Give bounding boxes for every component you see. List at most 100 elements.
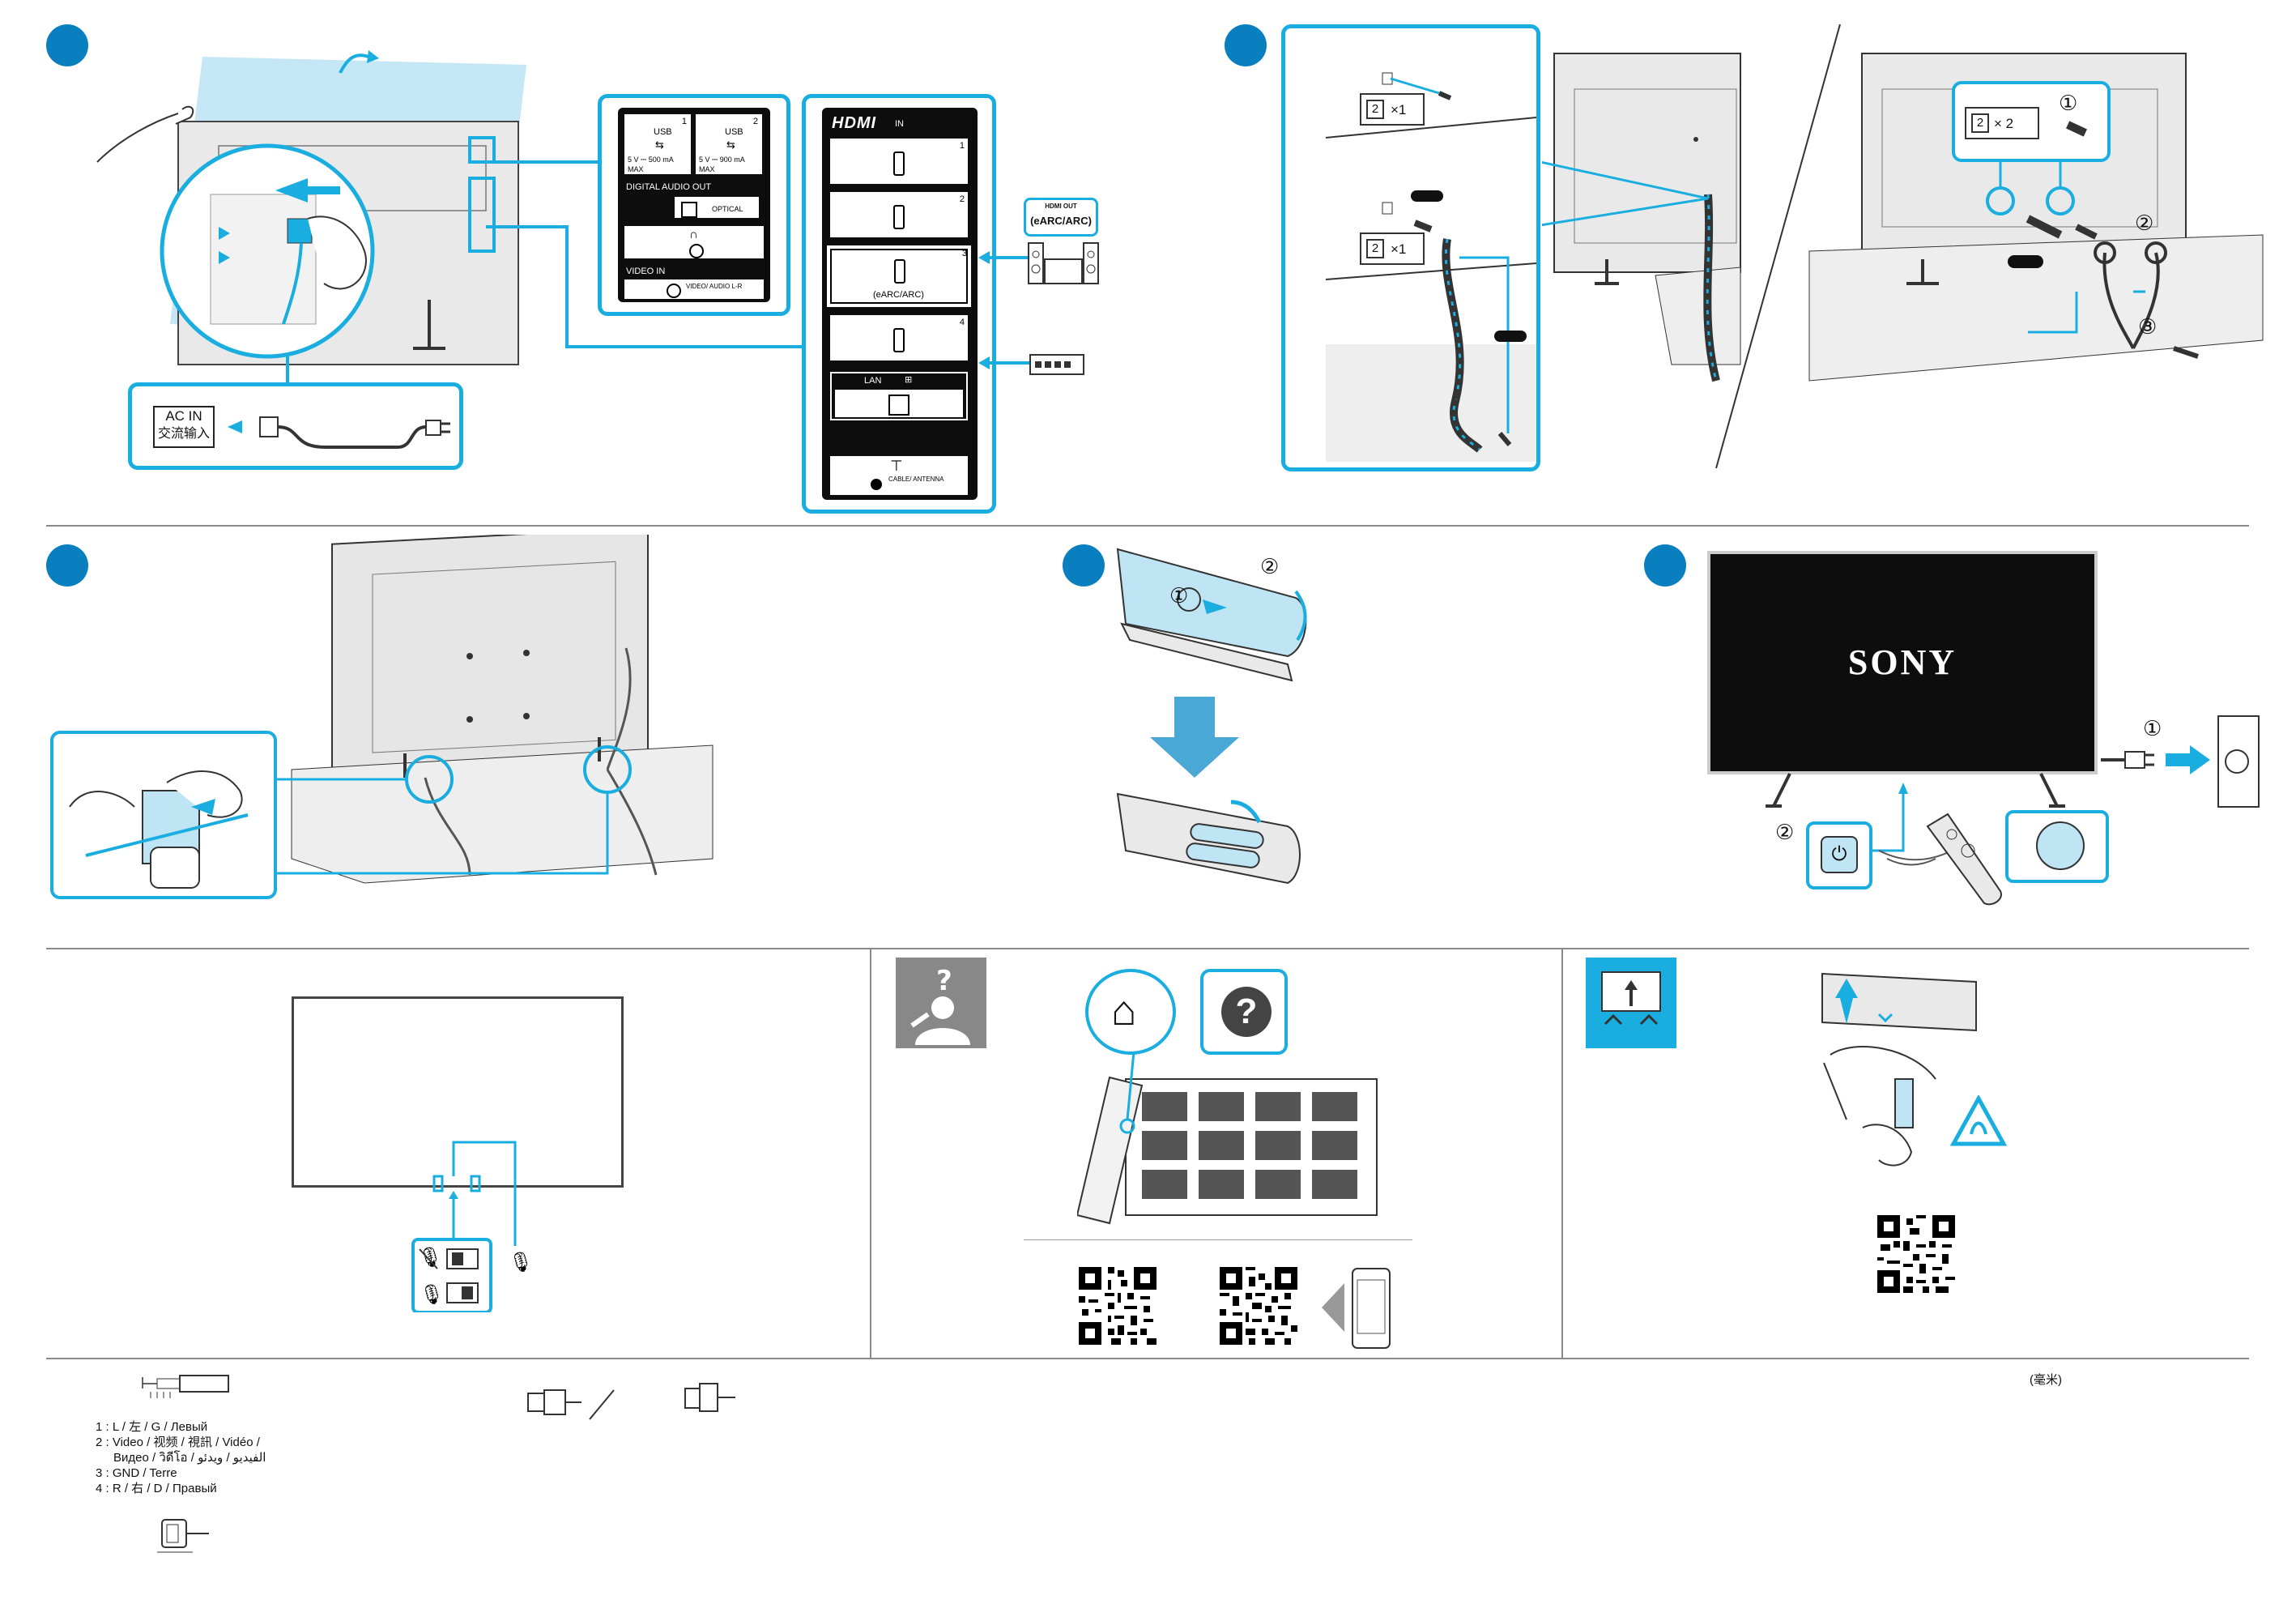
divider-row-1 — [46, 525, 2249, 527]
rj45-socket-icon — [888, 395, 909, 416]
divider-col-b — [1561, 949, 1563, 1358]
ac-in-label: AC IN — [165, 408, 202, 424]
screw-icon — [2066, 121, 2087, 137]
home-button-callout: ⌂ — [1085, 969, 1176, 1055]
power-button-icon[interactable]: ⏻ — [1821, 836, 1858, 873]
hdmi-port-1[interactable]: 1 — [830, 139, 968, 184]
remote-battery-drawing — [1116, 548, 1307, 885]
hdmi-panel-frame: HDMI IN 1 2 3 (eARC/ARC) 4 LAN ⊞ ⊤ — [802, 94, 996, 514]
lan-section: LAN ⊞ — [830, 372, 968, 420]
svg-text:?: ? — [936, 965, 952, 997]
usb-audio-panel-frame: 1 USB ⇆ 5 V ⎓ 500 mA MAX 2 USB ⇆ 5 V ⎓ 9… — [598, 94, 790, 316]
wall-step-3: ③ — [2138, 314, 2158, 339]
usb1-label: USB — [654, 127, 672, 137]
tv-front-outline — [292, 996, 624, 1188]
help-tv-and-remote — [1077, 1053, 1378, 1225]
help-button-callout: ? — [1200, 969, 1288, 1055]
lan-port[interactable] — [835, 390, 963, 417]
usb1-power: 5 V ⎓ 500 mA MAX — [628, 156, 674, 173]
stand-mount-icon — [1586, 958, 1676, 1048]
home-out-label: HDMI OUT — [1045, 203, 1077, 210]
power-step-2: ② — [1775, 820, 1795, 844]
remote-step-2: ② — [1260, 554, 1280, 578]
router-icon — [1029, 354, 1084, 375]
hdmi-port-3-num: 3 — [961, 249, 967, 258]
optical-port[interactable]: OPTICAL — [675, 197, 759, 218]
power-cord-icon — [228, 416, 450, 449]
wall-fix-detail-box: 2 ×1 2 ×1 — [1281, 24, 1540, 471]
pinout-line-4: 3 : GND / Terre — [96, 1466, 177, 1480]
remote-power-button-icon[interactable] — [2036, 821, 2085, 870]
cable-clip-zoom-box — [50, 731, 277, 899]
ac-in-label-frame: AC IN 交流输入 — [153, 406, 215, 448]
screw-qty-top-text: ×1 — [1391, 102, 1407, 117]
usb2-num: 2 — [752, 117, 758, 126]
video-jack-icon — [667, 284, 681, 298]
usb-port-1[interactable]: 1 USB ⇆ 5 V ⎓ 500 mA MAX — [624, 114, 691, 174]
step-dot-5 — [1644, 544, 1686, 587]
antenna-port[interactable]: ⊤ CABLE/ ANTENNA — [830, 456, 968, 495]
hdmi-port-3[interactable]: 3 (eARC/ARC) — [827, 245, 971, 307]
antenna-icon: ⊤ — [890, 458, 903, 474]
coax-socket-icon — [871, 479, 882, 490]
divider-row-3 — [46, 1358, 2249, 1359]
tv-stand-and-remote — [1766, 773, 2065, 906]
qr-code-help-1 — [1079, 1267, 1157, 1345]
video-in-port[interactable]: VIDEO/ AUDIO L-R — [624, 279, 764, 299]
headphone-jack — [689, 244, 704, 258]
stand-removal-drawing — [1821, 972, 1977, 1167]
hdmi-in-label: IN — [895, 119, 904, 129]
headphone-icon: ∩ — [689, 228, 698, 241]
hdmi-port-1-num: 1 — [959, 141, 965, 151]
av-receiver-icon — [1028, 242, 1099, 284]
pinout-list: 1 : L / 左 / G / Левый 2 : Video / 视频 / 視… — [96, 1419, 306, 1496]
screw-qty-mid: 2 ×1 — [1360, 232, 1425, 265]
svg-text:🎙: 🎙 — [420, 1283, 444, 1306]
usb-icon: ⇆ — [726, 139, 735, 151]
tv-back-connection-illustration — [96, 50, 526, 365]
usb-port-2[interactable]: 2 USB ⇆ 5 V ⎓ 900 mA MAX — [696, 114, 762, 174]
lan-label: LAN — [864, 376, 882, 386]
screw-2-icon: 2 — [1971, 113, 1989, 133]
home-icon: ⌂ — [1111, 988, 1137, 1034]
video-audio-label: VIDEO/ AUDIO L-R — [686, 283, 743, 290]
qr-code-help-2 — [1220, 1267, 1297, 1345]
cable-clip-hands-drawing — [69, 770, 249, 889]
ac-in-box: AC IN 交流输入 — [128, 382, 463, 470]
cable-antenna-label: CABLE/ ANTENNA — [888, 476, 944, 483]
hdmi-port-3-earc: (eARC/ARC) — [873, 290, 924, 300]
wall-fix-tv-drawing — [1542, 24, 2264, 469]
cable-management-drawing — [275, 535, 714, 884]
smartphone-icon — [1322, 1268, 1391, 1349]
screw-2-icon: 2 — [1366, 100, 1384, 119]
power-plug-drawing — [2101, 715, 2260, 808]
optical-label: OPTICAL — [712, 205, 743, 213]
hdmi-port-4-num: 4 — [959, 318, 965, 327]
av-plug-diagram — [142, 1375, 229, 1398]
screw-qty-top: 2 ×1 — [1360, 93, 1425, 126]
power-button-zoom: ⏻ — [1806, 821, 1872, 889]
headphone-port[interactable]: ∩ — [624, 226, 764, 258]
step-dot-3 — [46, 544, 88, 587]
usb2-power: 5 V ⎓ 900 mA MAX — [699, 156, 745, 173]
panel-leaders — [486, 160, 806, 348]
digital-audio-out-label: DIGITAL AUDIO OUT — [626, 182, 712, 192]
home-out-earc: (eARC/ARC) — [1030, 215, 1092, 227]
help-question-icon: ? — [1221, 987, 1272, 1037]
tv-screen: SONY — [1707, 551, 2098, 774]
hdmi-port-4[interactable]: 4 — [830, 315, 968, 360]
power-step-1: ① — [2143, 716, 2162, 740]
pinout-line-3: Видео / วิดีโอ / الفيديو / ویدئو — [113, 1451, 266, 1465]
video-in-label: VIDEO IN — [626, 267, 666, 276]
step-dot-2 — [1225, 24, 1267, 66]
usb1-num: 1 — [681, 117, 687, 126]
lan-icon: ⊞ — [905, 375, 913, 385]
screw-qty-right-text: × 2 — [1994, 116, 2014, 131]
ac-in-label-cn: 交流输入 — [157, 427, 210, 441]
hdmi-port-2[interactable]: 2 — [830, 192, 968, 237]
hdmi-socket-icon — [893, 205, 905, 229]
wall-step-2: ② — [2135, 211, 2154, 235]
optical-plug-diagram — [157, 1519, 209, 1553]
qr-code-stand — [1877, 1215, 1955, 1293]
pinout-line-5: 4 : R / 右 / D / Правый — [96, 1482, 217, 1495]
